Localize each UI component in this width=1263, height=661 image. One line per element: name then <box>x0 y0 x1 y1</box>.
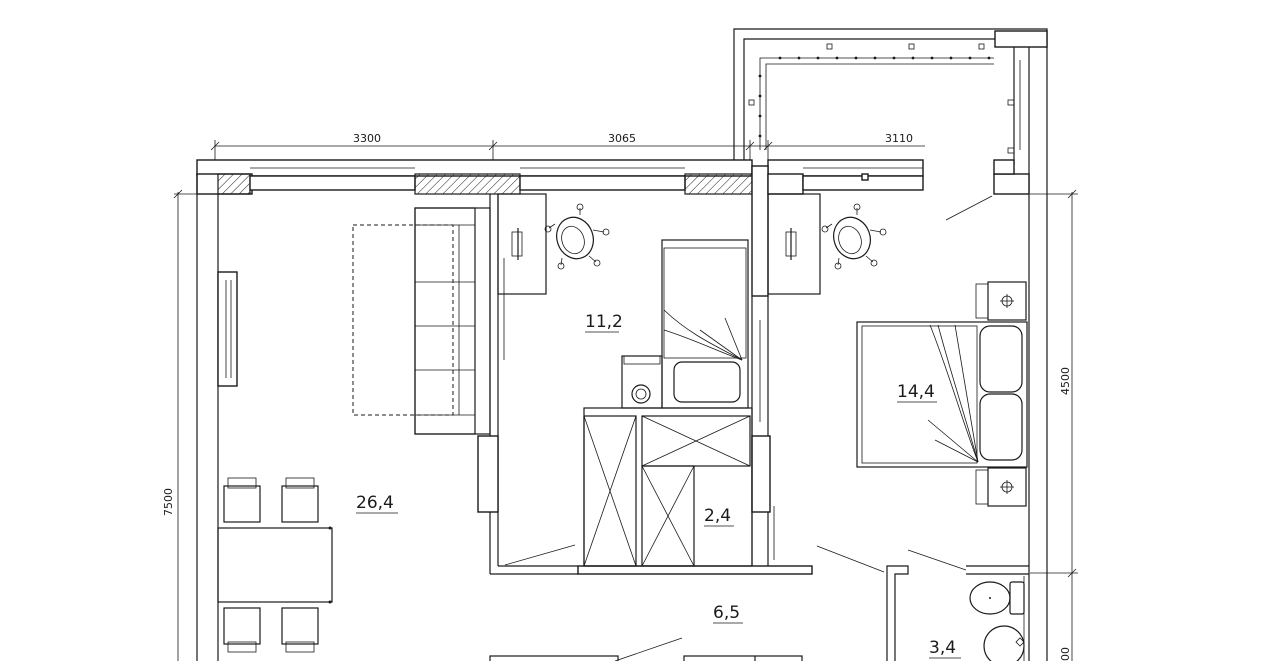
wardrobe <box>583 407 753 567</box>
dim-top-1: 3300 <box>353 132 381 145</box>
railing-post <box>797 56 801 60</box>
dim-top-3: 3110 <box>885 132 913 145</box>
railing-post <box>854 56 858 60</box>
exterior-left-wall <box>196 174 238 661</box>
dim-top-2: 3065 <box>608 132 636 145</box>
bed-single <box>661 239 749 409</box>
office-chair-right <box>821 203 887 270</box>
dining-table <box>217 526 333 604</box>
dining-chairs <box>223 477 319 653</box>
railing-post <box>816 56 820 60</box>
balcony <box>733 28 1048 661</box>
interior-walls <box>477 194 1029 661</box>
nightstand-single <box>621 355 663 409</box>
hall-furniture <box>489 637 803 661</box>
area-bedroom-master: 14,4 <box>897 382 935 402</box>
dim-right-lower: 00 <box>1059 647 1072 661</box>
nightstand-bottom <box>975 467 1027 507</box>
area-living: 26,4 <box>356 493 394 513</box>
sofa <box>352 207 491 435</box>
desk-left <box>497 193 547 295</box>
railing-post <box>987 56 991 60</box>
railing-post <box>892 56 896 60</box>
bed-double <box>856 321 1028 468</box>
office-chair-left <box>544 203 610 270</box>
railing-post <box>758 74 762 78</box>
railing-post <box>873 56 877 60</box>
dimension-right: 4500 00 <box>1030 189 1078 661</box>
railing-post <box>778 56 782 60</box>
area-bedroom-small: 11,2 <box>585 312 623 332</box>
railing-post <box>758 134 762 138</box>
railing-post <box>930 56 934 60</box>
sink <box>983 625 1025 661</box>
dim-right-upper: 4500 <box>1059 367 1072 395</box>
exterior-top-wall <box>196 159 1030 297</box>
area-hall: 6,5 <box>713 603 740 623</box>
railing-post <box>835 56 839 60</box>
room-labels: 26,4 11,2 14,4 2,4 6,5 3,4 <box>356 312 961 659</box>
dimension-top: 3300 3065 3110 <box>210 132 925 170</box>
railing-post <box>968 56 972 60</box>
toilet <box>969 581 1025 615</box>
railing-post <box>911 56 915 60</box>
area-bathroom: 3,4 <box>929 638 956 658</box>
desk-right <box>767 193 821 295</box>
railing-post <box>758 94 762 98</box>
railing-post <box>758 114 762 118</box>
dimension-left: 7500 <box>162 189 198 661</box>
nightstand-top <box>975 281 1027 321</box>
area-closet: 2,4 <box>704 506 731 526</box>
dim-left: 7500 <box>162 488 175 516</box>
railing-post <box>949 56 953 60</box>
